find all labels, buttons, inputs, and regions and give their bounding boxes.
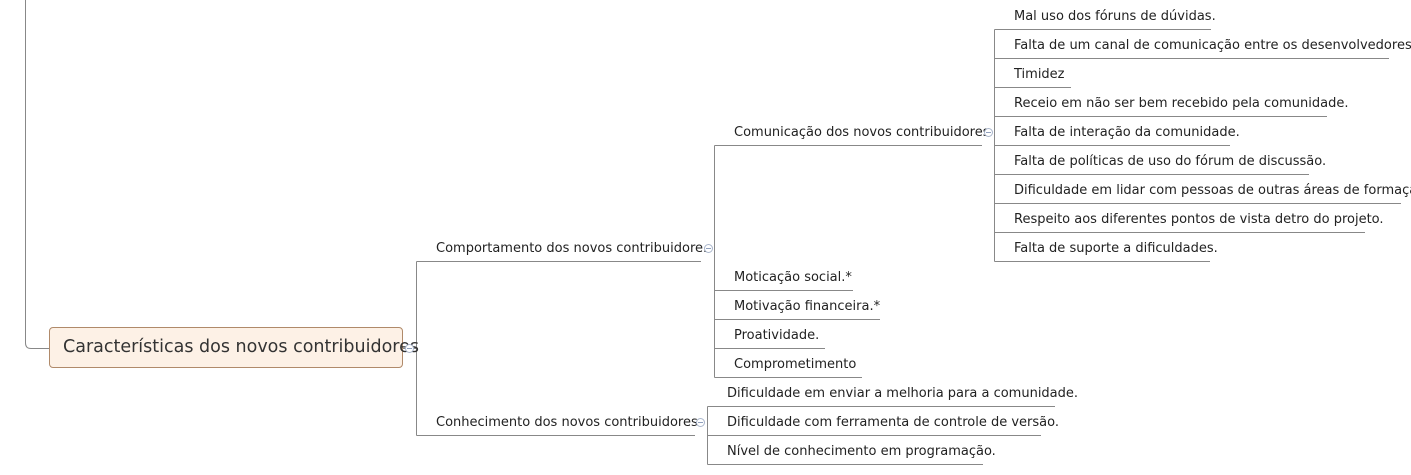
root-topic-label: Características dos novos contribuidores [63, 337, 419, 357]
collapse-toggle-icon[interactable] [984, 128, 993, 137]
topic-leaf[interactable]: Dificuldade em enviar a melhoria para a … [727, 386, 1079, 401]
collapse-toggle-icon[interactable] [696, 418, 705, 427]
topic-leaf[interactable]: Dificuldade com ferramenta de controle d… [727, 415, 1059, 430]
topic-conhecimento[interactable]: Conhecimento dos novos contribuidores. [436, 415, 702, 430]
collapse-toggle-icon[interactable] [405, 344, 414, 353]
topic-leaf[interactable]: Dificuldade em lidar com pessoas de outr… [1014, 183, 1411, 198]
topic-comportamento[interactable]: Comportamento dos novos contribuidore. [436, 241, 708, 256]
topic-leaf[interactable]: Respeito aos diferentes pontos de vista … [1014, 212, 1384, 227]
topic-leaf[interactable]: Mal uso dos fóruns de dúvidas. [1014, 9, 1216, 24]
topic-leaf[interactable]: Falta de interação da comunidade. [1014, 125, 1240, 140]
topic-leaf[interactable]: Comprometimento [734, 357, 857, 372]
topic-leaf[interactable]: Falta de suporte a dificuldades. [1014, 241, 1218, 256]
topic-leaf[interactable]: Motivação financeira.* [734, 299, 881, 314]
collapse-toggle-icon[interactable] [704, 244, 713, 253]
topic-leaf[interactable]: Falta de políticas de uso do fórum de di… [1014, 154, 1327, 169]
topic-leaf[interactable]: Nível de conhecimento em programação. [727, 444, 996, 459]
topic-leaf[interactable]: Timidez [1014, 67, 1065, 82]
topic-leaf[interactable]: Proatividade. [734, 328, 820, 343]
topic-leaf[interactable]: Receio em não ser bem recebido pela comu… [1014, 96, 1349, 111]
topic-comunicacao[interactable]: Comunicação dos novos contribuidores [734, 125, 990, 140]
root-topic[interactable]: Características dos novos contribuidores [49, 327, 419, 368]
topic-leaf[interactable]: Moticação social.* [734, 270, 852, 285]
topic-leaf[interactable]: Falta de um canal de comunicação entre o… [1014, 38, 1411, 53]
